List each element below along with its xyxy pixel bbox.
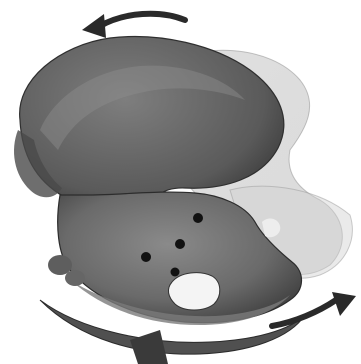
rotate-arrow-icon — [82, 14, 185, 38]
obturator-foramen — [168, 273, 219, 310]
lobe-left-2 — [65, 270, 85, 286]
femur-shaft — [130, 330, 168, 364]
marker-dot — [175, 239, 185, 249]
marker-dot — [193, 213, 203, 223]
marker-dot — [141, 252, 151, 262]
marker-dot — [171, 268, 180, 277]
